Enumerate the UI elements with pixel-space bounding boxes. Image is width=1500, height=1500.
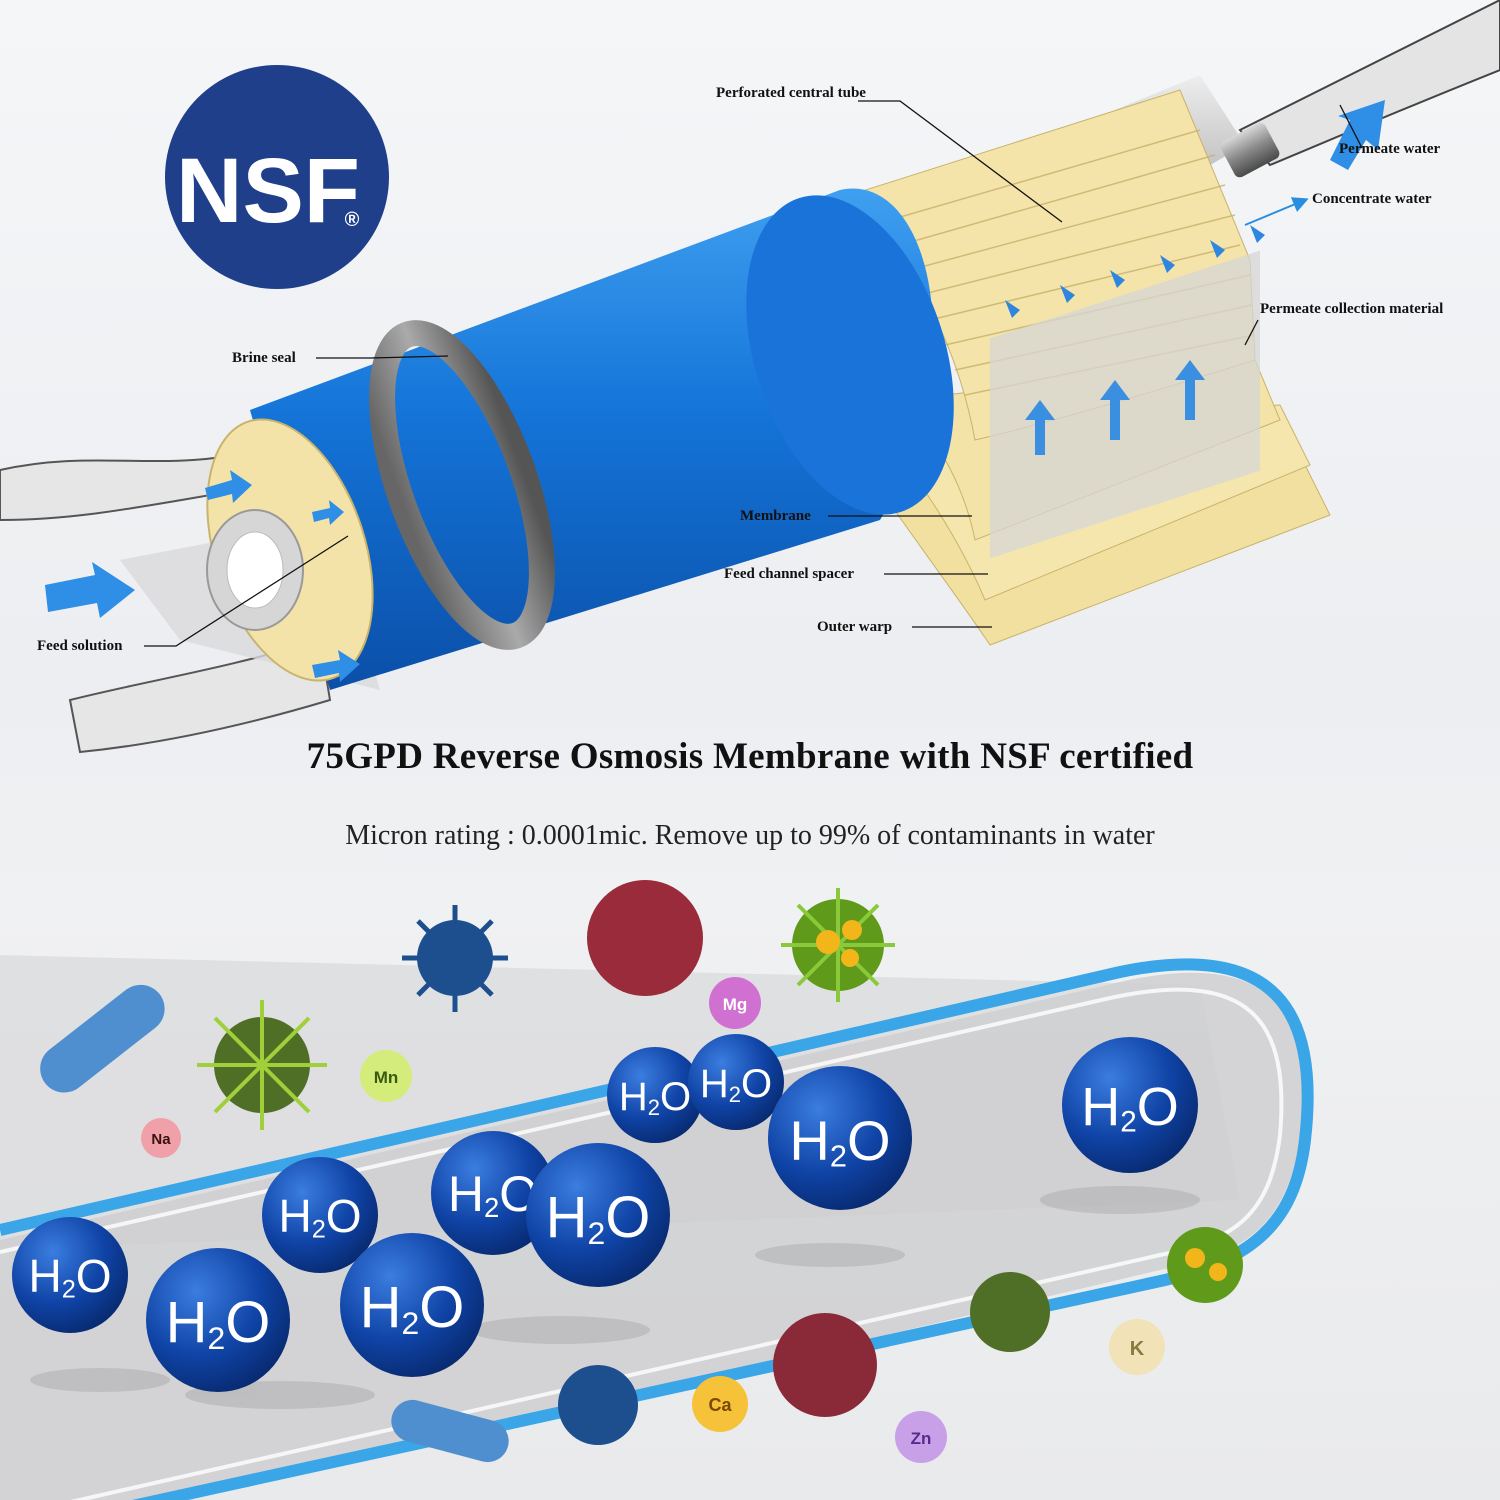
svg-text:H2O: H2O — [360, 1275, 465, 1341]
ion-na-label: Na — [151, 1131, 171, 1148]
svg-text:H2O: H2O — [28, 1250, 111, 1304]
h2o-molecule: H2O — [688, 1034, 784, 1130]
green-virus-icon — [197, 1000, 327, 1130]
contaminants — [40, 880, 1243, 1463]
svg-text:H2O: H2O — [619, 1075, 691, 1120]
svg-text:H2O: H2O — [700, 1062, 772, 1107]
brine-seal-ring — [369, 320, 555, 650]
h2o-molecule: H2O — [262, 1157, 378, 1273]
ion-mn-label: Mn — [374, 1068, 399, 1087]
label-feed-solution: Feed solution — [37, 638, 123, 654]
ion-k-label: K — [1130, 1338, 1145, 1360]
h2o-molecule: H2O — [146, 1248, 290, 1392]
blue-virus-icon-2 — [558, 1365, 638, 1445]
rod-bacteria-icon-2 — [391, 1399, 509, 1463]
green-virus-icon-2 — [970, 1272, 1050, 1352]
h2o-molecule: H2O — [526, 1143, 670, 1287]
svg-text:H2O: H2O — [1081, 1077, 1179, 1138]
membrane-layers — [849, 89, 1331, 646]
h2o-molecule: H2O — [768, 1066, 912, 1210]
registered-mark: ® — [345, 209, 360, 231]
svg-text:H2O: H2O — [166, 1290, 271, 1356]
h2o-molecules: H2O H2O H2O H2O H2O H2O — [12, 1034, 1198, 1392]
ion-mn — [360, 1050, 412, 1102]
label-brine-seal: Brine seal — [232, 350, 296, 366]
feed-arrows — [45, 470, 360, 682]
h2o-molecule: H2O — [340, 1233, 484, 1377]
membrane-illustration — [0, 0, 1500, 754]
ion-zn-label: Zn — [911, 1429, 932, 1448]
ion-zn — [895, 1411, 947, 1463]
ions: Na Mn Mg Ca Zn K — [141, 977, 1165, 1463]
leader-lines — [144, 100, 1363, 647]
nsf-logo-text: NSF — [176, 140, 360, 242]
outlet-water-stream — [1238, 0, 1500, 167]
concentrate-arrow — [1244, 197, 1309, 226]
inlet-water-stream-top — [0, 453, 242, 522]
ion-mg — [709, 977, 761, 1029]
label-perforated-central-tube: Perforated central tube — [716, 85, 866, 101]
ion-ca — [692, 1376, 748, 1432]
yellow-bacteria-icon-2 — [1167, 1227, 1243, 1303]
ion-ca-label: Ca — [708, 1395, 732, 1415]
h2o-molecule: H2O — [12, 1217, 128, 1333]
inlet-water-stream-bottom — [68, 638, 332, 754]
svg-text:H2O: H2O — [789, 1109, 890, 1174]
label-feed-channel-spacer: Feed channel spacer — [724, 566, 854, 582]
label-concentrate-water: Concentrate water — [1312, 191, 1432, 207]
blue-virus-icon — [402, 905, 508, 1012]
h2o-molecule: H2O — [1062, 1037, 1198, 1173]
permeate-arrow — [1330, 100, 1385, 170]
label-membrane: Membrane — [740, 508, 811, 524]
h2o-molecule: H2O — [431, 1131, 555, 1255]
label-permeate-water: Permeate water — [1339, 141, 1441, 157]
filtration-scene: Na Mn Mg Ca Zn K H2O H2O H2O — [0, 880, 1314, 1500]
label-outer-warp: Outer warp — [817, 619, 893, 635]
page-subtitle: Micron rating : 0.0001mic. Remove up to … — [345, 820, 1155, 851]
red-virus-icon-2 — [773, 1313, 877, 1417]
ion-mg-label: Mg — [723, 995, 748, 1014]
rod-bacteria-icon — [40, 984, 165, 1093]
page-title: 75GPD Reverse Osmosis Membrane with NSF … — [306, 736, 1194, 777]
h2o-molecule: H2O — [607, 1047, 703, 1143]
ion-na — [141, 1118, 181, 1158]
label-permeate-collection-material: Permeate collection material — [1260, 301, 1444, 317]
svg-text:H2O: H2O — [546, 1185, 651, 1251]
svg-text:H2O: H2O — [278, 1190, 361, 1244]
ion-k — [1109, 1319, 1165, 1375]
nsf-logo: NSF ® — [165, 65, 389, 289]
red-virus-icon — [587, 880, 703, 996]
yellow-bacteria-icon — [781, 888, 895, 1002]
